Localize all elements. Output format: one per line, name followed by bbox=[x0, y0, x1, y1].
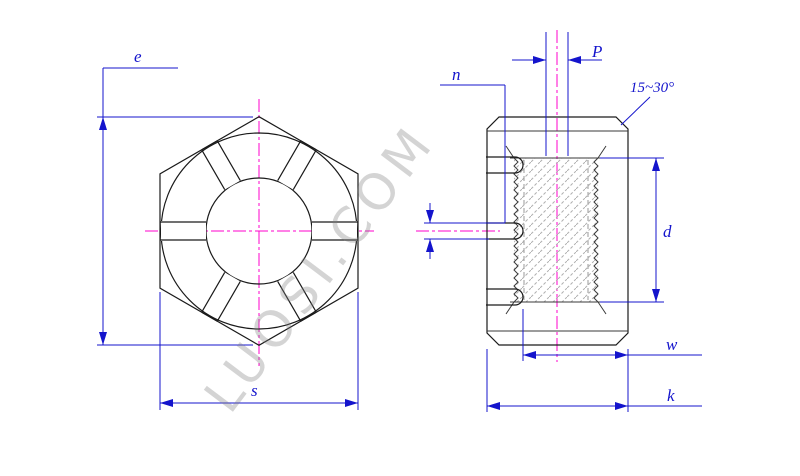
dim-w: w bbox=[522, 309, 702, 412]
dim-n: n bbox=[424, 65, 506, 259]
dim-n-label: n bbox=[452, 65, 461, 84]
thread-profile-left bbox=[513, 157, 519, 303]
slot-top bbox=[486, 156, 524, 174]
dim-e: e bbox=[97, 47, 253, 346]
chamfer-angle-label: 15~30° bbox=[630, 80, 674, 96]
slot-bottom bbox=[486, 288, 524, 306]
dim-w-label: w bbox=[666, 335, 678, 354]
front-view bbox=[159, 116, 359, 346]
dim-d-label: d bbox=[663, 222, 672, 241]
dim-d: d bbox=[600, 157, 672, 303]
nut-outline bbox=[486, 116, 629, 346]
dim-e-label: e bbox=[134, 47, 142, 66]
thread-region bbox=[505, 145, 607, 315]
hexagon-outline bbox=[159, 116, 359, 346]
dim-k: k bbox=[486, 349, 702, 412]
thread-profile-right bbox=[593, 157, 599, 303]
dim-s: s bbox=[159, 292, 359, 410]
side-view bbox=[486, 116, 629, 346]
dim-s-label: s bbox=[251, 381, 258, 400]
dim-k-label: k bbox=[667, 386, 675, 405]
dim-p: P bbox=[512, 32, 602, 156]
slot-middle bbox=[486, 222, 524, 240]
side-slots bbox=[486, 156, 524, 306]
dim-p-label: P bbox=[591, 42, 602, 61]
castellation-slots bbox=[160, 140, 358, 322]
chamfer-angle-callout: 15~30° bbox=[620, 80, 674, 126]
slot-masks bbox=[161, 143, 357, 319]
